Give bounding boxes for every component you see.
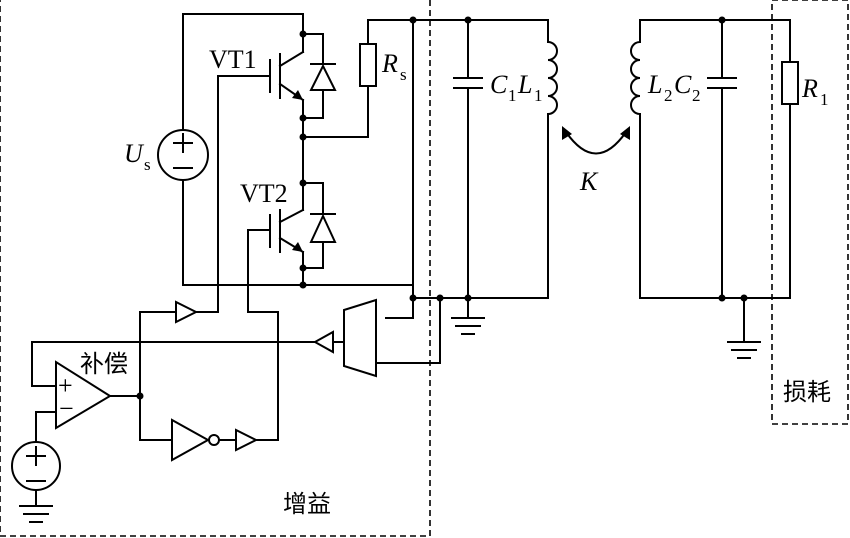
- label-c2-sub: 2: [692, 86, 701, 105]
- opamp-minus-sign: −: [59, 394, 74, 423]
- transistor-vt2: [247, 136, 305, 313]
- label-rs-sub: s: [400, 65, 407, 84]
- label-k: K: [579, 167, 599, 196]
- label-r1-sub: 1: [820, 90, 829, 109]
- capacitor-c1: [453, 19, 483, 299]
- label-loss: 损耗: [783, 378, 831, 406]
- resistor-rs: [302, 19, 377, 138]
- ground-primary: [451, 297, 485, 335]
- label-r1: R: [801, 74, 818, 103]
- label-compensation: 补偿: [80, 350, 128, 378]
- label-gain: 增益: [283, 490, 331, 518]
- label-c1: C: [490, 70, 508, 99]
- label-vt1: VT1: [209, 45, 257, 74]
- reference-source: [11, 441, 61, 523]
- inductor-l1: [546, 19, 558, 299]
- current-sense-amplifier: [31, 298, 377, 387]
- label-c2: C: [674, 70, 692, 99]
- gain-box: [0, 0, 431, 537]
- label-rs: R: [381, 49, 398, 78]
- loss-box: [771, 0, 849, 425]
- opamp-plus-sign: +: [58, 371, 73, 400]
- diode-vt1: [302, 33, 337, 119]
- ground-secondary: [727, 297, 761, 359]
- gate-inverter-vt2: [139, 311, 279, 462]
- diode-vt2: [302, 182, 337, 269]
- resistor-r1: [781, 19, 799, 299]
- label-c1-sub: 1: [508, 86, 517, 105]
- label-us-sub: s: [144, 155, 151, 174]
- junction-dots: [136, 16, 748, 400]
- coupling-arrow: [564, 130, 628, 155]
- label-l2: L: [647, 70, 662, 99]
- dc-source-us: [157, 13, 209, 286]
- inductor-l2: [630, 19, 642, 299]
- label-us: U: [124, 139, 145, 168]
- label-l1: L: [517, 70, 532, 99]
- label-vt2: VT2: [240, 179, 288, 208]
- gate-buffer-vt1: [139, 300, 219, 324]
- capacitor-c2: [707, 19, 737, 299]
- op-amp: [35, 311, 141, 443]
- label-l2-sub: 2: [664, 86, 673, 105]
- label-l1-sub: 1: [534, 86, 543, 105]
